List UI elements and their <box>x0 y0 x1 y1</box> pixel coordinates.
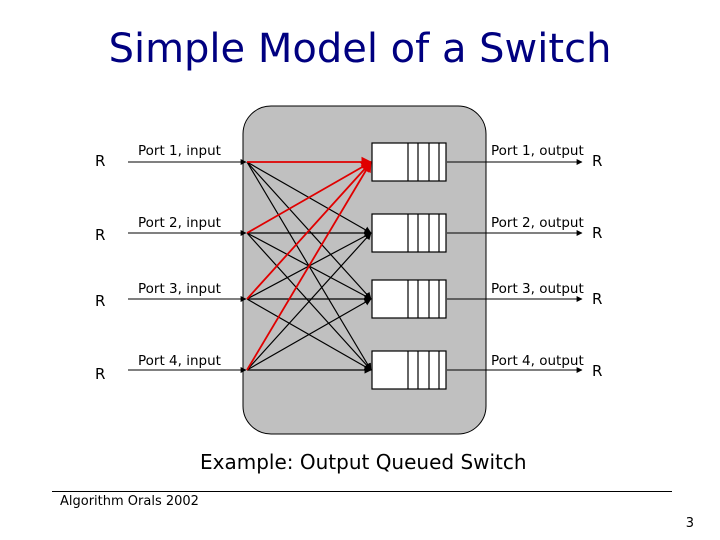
link-in3-out1 <box>246 161 372 300</box>
output-queues <box>371 142 447 390</box>
router-label-in-1: R <box>95 152 105 170</box>
input-port-label-4: Port 4, input <box>138 353 221 369</box>
router-label-in-4: R <box>95 365 105 383</box>
router-label-out-4: R <box>592 362 602 380</box>
link-in4-out2 <box>246 232 372 371</box>
router-label-in-3: R <box>95 292 105 310</box>
output-queue-1 <box>371 142 447 182</box>
link-in2-out1 <box>246 161 372 234</box>
page-number: 3 <box>685 516 694 531</box>
highlighted-links <box>246 156 373 371</box>
output-port-label-2: Port 2, output <box>491 215 584 231</box>
router-label-in-2: R <box>95 226 105 244</box>
switch-fabric <box>242 105 487 435</box>
router-label-out-2: R <box>592 224 602 242</box>
output-queue-2 <box>371 213 447 253</box>
link-in4-out1 <box>246 161 372 371</box>
diagram-caption: Example: Output Queued Switch <box>200 450 527 474</box>
output-port-label-1: Port 1, output <box>491 143 584 159</box>
link-in4-out3 <box>246 298 372 371</box>
input-port-label-3: Port 3, input <box>138 281 221 297</box>
output-port-label-4: Port 4, output <box>491 353 584 369</box>
router-label-out-1: R <box>592 152 602 170</box>
footer-text: Algorithm Orals 2002 <box>60 494 199 509</box>
output-queue-3 <box>371 279 447 319</box>
router-label-out-3: R <box>592 290 602 308</box>
input-port-label-2: Port 2, input <box>138 215 221 231</box>
output-port-label-3: Port 3, output <box>491 281 584 297</box>
slide-title: Simple Model of a Switch <box>108 26 612 72</box>
footer-divider <box>52 491 672 492</box>
input-port-label-1: Port 1, input <box>138 143 221 159</box>
output-queue-4 <box>371 350 447 390</box>
